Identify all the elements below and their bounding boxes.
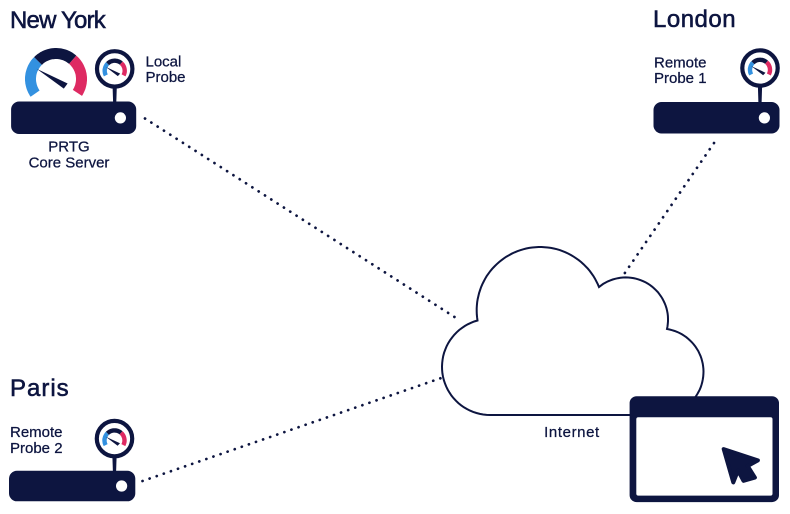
svg-text:Probe 2: Probe 2 xyxy=(10,440,63,457)
svg-text:London: London xyxy=(653,6,736,33)
svg-text:PRTG: PRTG xyxy=(48,139,89,156)
svg-text:Probe 1: Probe 1 xyxy=(654,70,707,87)
svg-text:New York: New York xyxy=(10,7,107,34)
svg-text:Paris: Paris xyxy=(10,375,70,402)
svg-text:Remote: Remote xyxy=(10,424,63,441)
svg-text:Internet: Internet xyxy=(544,424,600,441)
svg-text:Core Server: Core Server xyxy=(29,155,110,172)
svg-text:Probe: Probe xyxy=(146,69,186,86)
svg-text:Local: Local xyxy=(146,54,182,71)
svg-text:Remote: Remote xyxy=(654,55,707,72)
